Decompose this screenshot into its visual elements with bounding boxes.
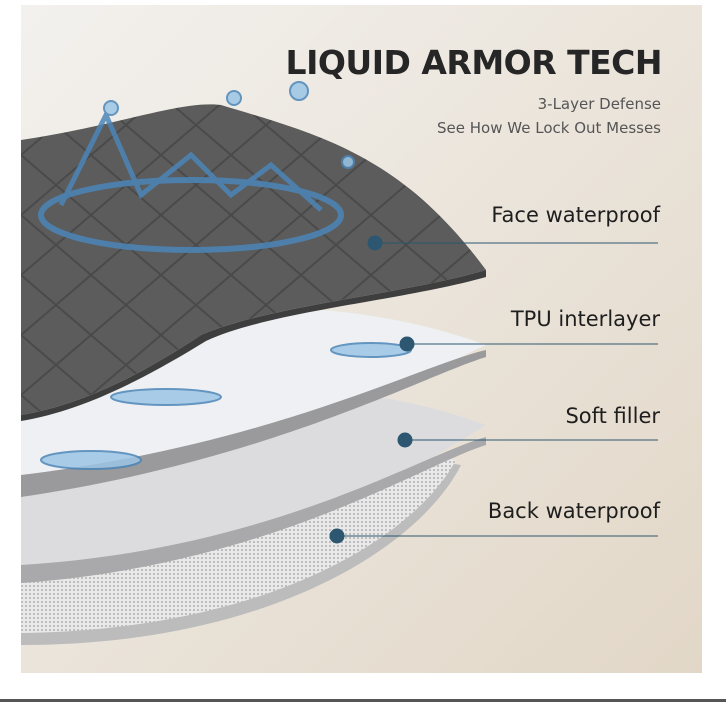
headline: LIQUID ARMOR TECH [285, 43, 663, 82]
product-infographic: LIQUID ARMOR TECH 3-Layer Defense See Ho… [21, 5, 702, 673]
label-soft-filler: Soft filler [565, 404, 660, 428]
label-face-waterproof: Face waterproof [491, 203, 660, 227]
callout-lines [329, 235, 658, 544]
bottom-bar [0, 699, 726, 702]
water-splash-illustration [38, 81, 412, 470]
label-back-waterproof: Back waterproof [487, 499, 660, 523]
label-tpu-interlayer: TPU interlayer [510, 307, 660, 331]
subtitle-messes: See How We Lock Out Messes [437, 119, 661, 137]
subtitle-defense: 3-Layer Defense [537, 95, 661, 113]
layers-illustration [21, 5, 702, 673]
